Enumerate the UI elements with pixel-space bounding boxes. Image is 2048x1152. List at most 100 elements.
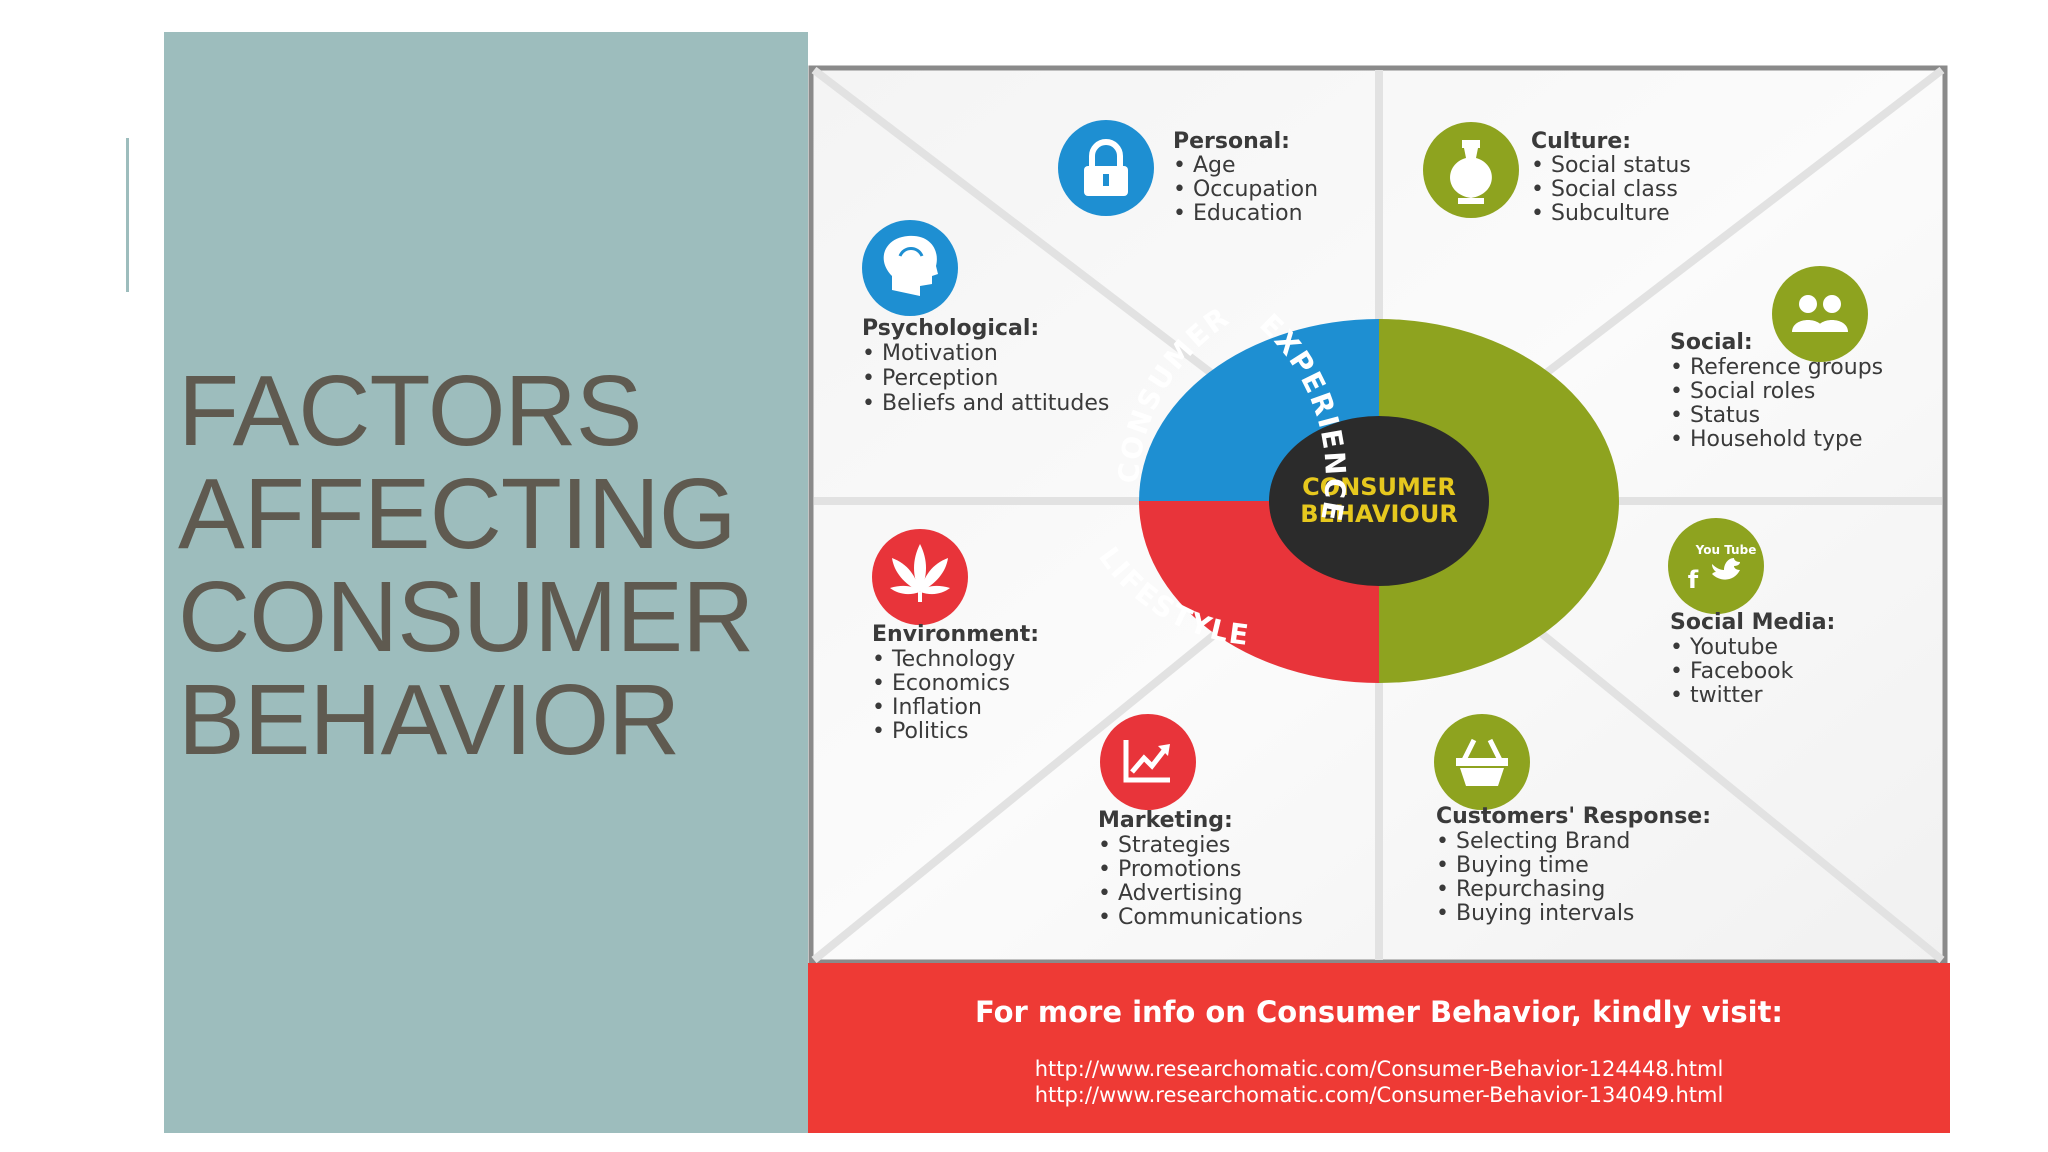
social-item: Household type [1690,427,1863,452]
social-title: Social: [1670,330,1753,355]
footer-heading: For more info on Consumer Behavior, kind… [975,995,1783,1029]
svg-text:• Inflation: • Inflation [872,695,982,720]
footer-banner: For more info on Consumer Behavior, kind… [808,963,1950,1133]
svg-text:• Technology: • Technology [872,647,1015,672]
personal-title: Personal: [1173,129,1290,154]
svg-text:• Age: • Age [1173,153,1236,178]
svg-text:• Subculture: • Subculture [1531,201,1670,226]
svg-text:• Reference groups: • Reference groups [1670,355,1883,380]
padlock-icon [1058,120,1154,216]
marketing-item: Strategies [1118,833,1230,858]
marketing-item: Advertising [1118,881,1242,906]
personal-item: Education [1193,201,1303,226]
social-media-item: Youtube [1689,635,1778,660]
slide-title: FACTORS AFFECTING CONSUMER BEHAVIOR [178,360,778,772]
marketing-title: Marketing: [1098,808,1233,833]
psychological-title: Psychological: [862,316,1039,341]
head-icon [862,220,958,316]
title-line-3: CONSUMER [178,561,754,673]
environment-item: Politics [892,719,968,744]
svg-text:• Social status: • Social status [1531,153,1691,178]
vase-icon [1423,122,1519,218]
culture-item: Social status [1551,153,1691,178]
psychological-item: Perception [882,366,998,391]
svg-text:• Selecting Brand: • Selecting Brand [1436,829,1630,854]
svg-text:• Strategies: • Strategies [1098,833,1230,858]
svg-text:• Advertising: • Advertising [1098,881,1242,906]
svg-text:• Motivation: • Motivation [862,341,998,366]
leaf-icon [872,529,968,625]
footer-link-2[interactable]: http://www.researchomatic.com/Consumer-B… [1035,1083,1724,1107]
psychological-item: Motivation [882,341,998,366]
factor-personal: Personal: • Age • Occupation • Education [1058,120,1318,226]
culture-title: Culture: [1531,129,1631,154]
center-disc [1269,416,1489,586]
social-item: Social roles [1690,379,1815,404]
factor-customers-response: Customers' Response: • Selecting Brand •… [1434,714,1711,926]
personal-item: Age [1193,153,1236,178]
footer-link-1[interactable]: http://www.researchomatic.com/Consumer-B… [1035,1057,1724,1081]
svg-text:• Economics: • Economics [872,671,1010,696]
customers-response-item: Repurchasing [1456,877,1605,902]
title-line-4: BEHAVIOR [178,664,680,776]
social-item: Status [1690,403,1760,428]
growth-chart-icon [1100,714,1196,810]
personal-item: Occupation [1193,177,1318,202]
factor-psychological: Psychological: • Motivation • Perception… [862,220,1109,416]
svg-text:• Facebook: • Facebook [1670,659,1794,684]
facebook-icon: f [1688,566,1699,594]
customers-response-title: Customers' Response: [1436,804,1711,829]
environment-title: Environment: [872,622,1039,647]
environment-item: Economics [892,671,1010,696]
svg-text:• Buying time: • Buying time [1436,853,1589,878]
svg-text:• Status: • Status [1670,403,1760,428]
svg-text:• Social roles: • Social roles [1670,379,1815,404]
svg-text:• Communications: • Communications [1098,905,1303,930]
title-panel [164,32,808,1133]
svg-text:• Buying intervals: • Buying intervals [1436,901,1634,926]
center-label-line-2: BEHAVIOUR [1300,500,1458,528]
marketing-item: Promotions [1118,857,1241,882]
svg-text:• Politics: • Politics [872,719,968,744]
factor-marketing: Marketing: • Strategies • Promotions • A… [1098,714,1303,930]
social-media-item: twitter [1690,683,1764,708]
accent-line [126,138,129,292]
factor-environment: Environment: • Technology • Economics • … [872,529,1039,744]
title-line-2: AFFECTING [178,458,737,570]
psychological-item: Beliefs and attitudes [882,391,1109,416]
svg-text:• Education: • Education [1173,201,1303,226]
factor-social: Social: • Reference groups • Social role… [1670,266,1883,452]
basket-icon [1434,714,1530,810]
customers-response-item: Buying time [1456,853,1589,878]
svg-text:• Perception: • Perception [862,366,998,391]
people-icon [1772,266,1868,362]
ring-experience-segment [1379,319,1619,683]
svg-text:• Youtube: • Youtube [1670,635,1778,660]
environment-item: Inflation [892,695,982,720]
consumer-behaviour-infographic: CONSUMER BEHAVIOUR CONSUMER EXPERIENCE L… [808,64,1950,1133]
svg-text:• twitter: • twitter [1670,683,1764,708]
center-label-line-1: CONSUMER [1302,473,1456,501]
youtube-icon: You Tube [1695,543,1757,557]
customers-response-item: Selecting Brand [1456,829,1630,854]
twitter-icon [1712,558,1740,580]
svg-text:• Household type: • Household type [1670,427,1863,452]
marketing-item: Communications [1118,905,1303,930]
social-item: Reference groups [1690,355,1883,380]
title-line-1: FACTORS [178,355,642,467]
social-media-icon: You Tube f [1668,518,1764,614]
culture-item: Social class [1551,177,1678,202]
svg-text:• Repurchasing: • Repurchasing [1436,877,1605,902]
customers-response-item: Buying intervals [1456,901,1634,926]
social-media-item: Facebook [1690,659,1794,684]
environment-item: Technology [891,647,1015,672]
central-ring: CONSUMER BEHAVIOUR CONSUMER EXPERIENCE L… [1092,300,1619,683]
svg-text:• Beliefs and attitudes: • Beliefs and attitudes [862,391,1109,416]
svg-text:• Promotions: • Promotions [1098,857,1241,882]
factor-culture: Culture: • Social status • Social class … [1423,122,1691,226]
social-media-title: Social Media: [1670,610,1835,635]
culture-item: Subculture [1551,201,1670,226]
svg-text:• Occupation: • Occupation [1173,177,1318,202]
factor-social-media: You Tube f Social Media: • Youtube • Fac… [1668,518,1835,708]
svg-text:• Social class: • Social class [1531,177,1678,202]
